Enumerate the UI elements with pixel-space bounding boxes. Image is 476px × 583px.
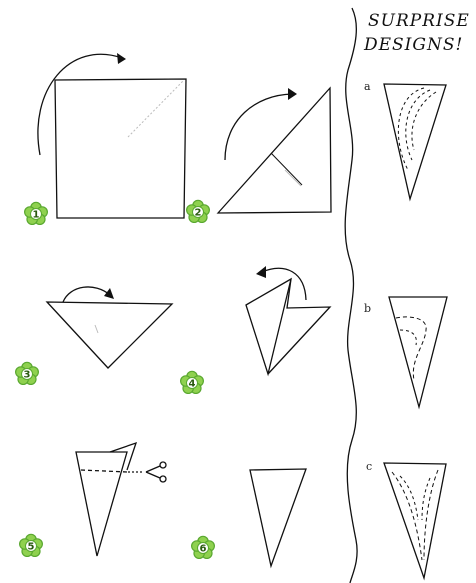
step-1-arrow-head bbox=[117, 53, 126, 64]
step-4-front-flap bbox=[268, 279, 330, 374]
step-4-flower-badge: 4 bbox=[181, 371, 204, 393]
step-6: 6 bbox=[192, 469, 306, 566]
wavy-divider bbox=[345, 8, 357, 583]
title-line-2: DESIGNS! bbox=[363, 35, 463, 55]
step-1-arrow bbox=[38, 54, 122, 155]
step-3-number: 3 bbox=[24, 370, 31, 381]
step-2-crease-b bbox=[285, 170, 301, 186]
step-2: 2 bbox=[187, 88, 331, 222]
design-c-label: c bbox=[366, 460, 372, 473]
scissors-icon bbox=[146, 462, 166, 482]
design-a-label: a bbox=[364, 80, 371, 93]
step-5: 5 bbox=[20, 443, 166, 556]
step-2-flower-badge: 2 bbox=[187, 200, 210, 222]
step-6-flower-badge: 6 bbox=[192, 536, 215, 558]
step-4-back-flap bbox=[246, 279, 291, 374]
step-1-square bbox=[55, 79, 186, 218]
step-4-arrow-head bbox=[256, 266, 266, 278]
step-2-number: 2 bbox=[195, 208, 202, 219]
design-b-cone bbox=[389, 297, 447, 407]
step-2-arrow-head bbox=[288, 88, 297, 100]
design-b-label: b bbox=[364, 302, 371, 315]
step-1-flower-badge: 1 bbox=[25, 202, 48, 224]
step-5-number: 5 bbox=[28, 542, 35, 553]
design-c-cone bbox=[384, 463, 446, 578]
step-1-number: 1 bbox=[33, 210, 40, 221]
step-4-number: 4 bbox=[189, 379, 196, 390]
design-b: b bbox=[364, 297, 447, 407]
design-c: c bbox=[366, 460, 446, 578]
step-6-number: 6 bbox=[200, 544, 207, 555]
step-4: 4 bbox=[181, 266, 330, 393]
step-5-flower-badge: 5 bbox=[20, 534, 43, 556]
step-5-cone bbox=[76, 452, 127, 556]
step-3-triangle bbox=[47, 302, 172, 368]
step-2-crease-a bbox=[271, 153, 302, 185]
step-3-crease bbox=[95, 325, 98, 333]
step-1: 1 bbox=[25, 53, 186, 224]
step-3: 3 bbox=[16, 287, 172, 385]
design-a: a bbox=[364, 80, 446, 199]
step-3-arrow-head bbox=[104, 288, 114, 299]
step-6-cone bbox=[250, 469, 306, 566]
step-2-triangle bbox=[218, 88, 331, 213]
step-1-crease bbox=[128, 80, 184, 137]
step-4-arrow bbox=[262, 268, 306, 300]
title-line-1: SURPRISE bbox=[368, 11, 470, 31]
step-5-cut-line bbox=[81, 470, 127, 472]
step-3-flower-badge: 3 bbox=[16, 362, 39, 384]
step-2-arrow bbox=[225, 94, 292, 160]
step-3-arrow bbox=[63, 287, 110, 302]
